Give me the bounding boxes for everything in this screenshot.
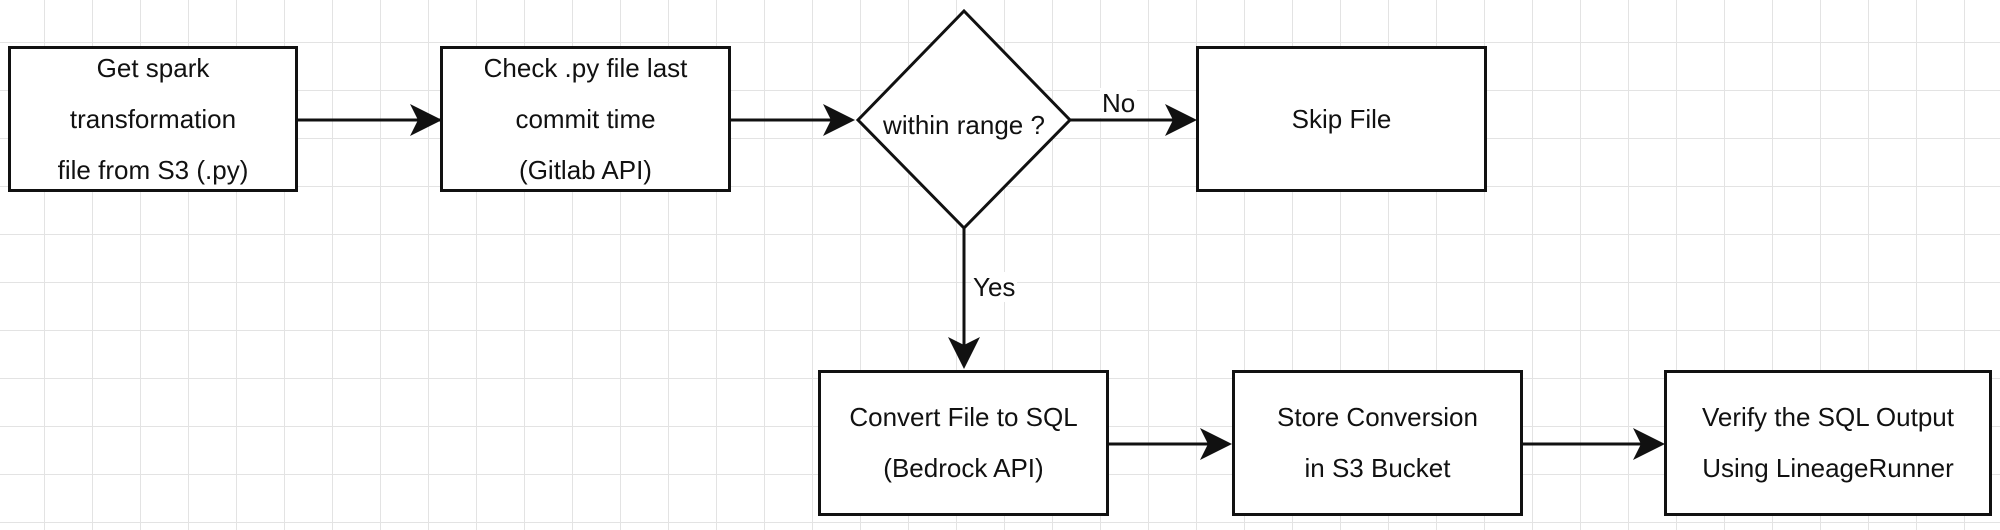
node-check-commit-time-line-1: Check .py file last xyxy=(483,52,688,83)
node-verify-sql-output: Verify the SQL Output Using LineageRunne… xyxy=(1664,370,1992,516)
edge-decision-to-skip-arrowhead xyxy=(1165,104,1197,136)
node-verify-sql-output-line-2: Using LineageRunner xyxy=(1702,453,1954,483)
node-store-conversion-line-2: in S3 Bucket xyxy=(1304,453,1451,483)
node-get-spark-file-line-2: transformation xyxy=(69,103,237,134)
node-get-spark-file: Get spark transformation file from S3 (.… xyxy=(8,46,298,192)
node-skip-file: Skip File xyxy=(1196,46,1487,192)
edge-label-yes: Yes xyxy=(971,272,1018,302)
node-verify-sql-output-line-1: Verify the SQL Output xyxy=(1702,402,1954,432)
node-check-commit-time-line-3: (Gitlab API) xyxy=(519,154,652,185)
edge-get-to-check-arrowhead xyxy=(410,104,442,136)
node-convert-to-sql: Convert File to SQL (Bedrock API) xyxy=(818,370,1109,516)
edge-store-to-verify-arrowhead xyxy=(1633,428,1665,460)
edge-label-no: No xyxy=(1100,88,1138,118)
edge-convert-to-store-arrowhead xyxy=(1200,428,1232,460)
decision-label: within range ? xyxy=(883,110,1045,140)
edge-check-to-decision-arrowhead xyxy=(823,104,855,136)
node-convert-to-sql-line-1: Convert File to SQL xyxy=(849,402,1078,432)
node-get-spark-file-line-1: Get spark xyxy=(96,52,210,83)
node-store-conversion-line-1: Store Conversion xyxy=(1277,402,1478,432)
node-get-spark-file-line-3: file from S3 (.py) xyxy=(57,154,249,185)
node-skip-file-label: Skip File xyxy=(1291,103,1392,134)
node-convert-to-sql-line-2: (Bedrock API) xyxy=(883,453,1044,483)
edge-decision-to-convert-arrowhead xyxy=(948,337,980,369)
node-store-conversion: Store Conversion in S3 Bucket xyxy=(1232,370,1523,516)
node-check-commit-time: Check .py file last commit time (Gitlab … xyxy=(440,46,731,192)
node-check-commit-time-line-2: commit time xyxy=(515,103,656,134)
